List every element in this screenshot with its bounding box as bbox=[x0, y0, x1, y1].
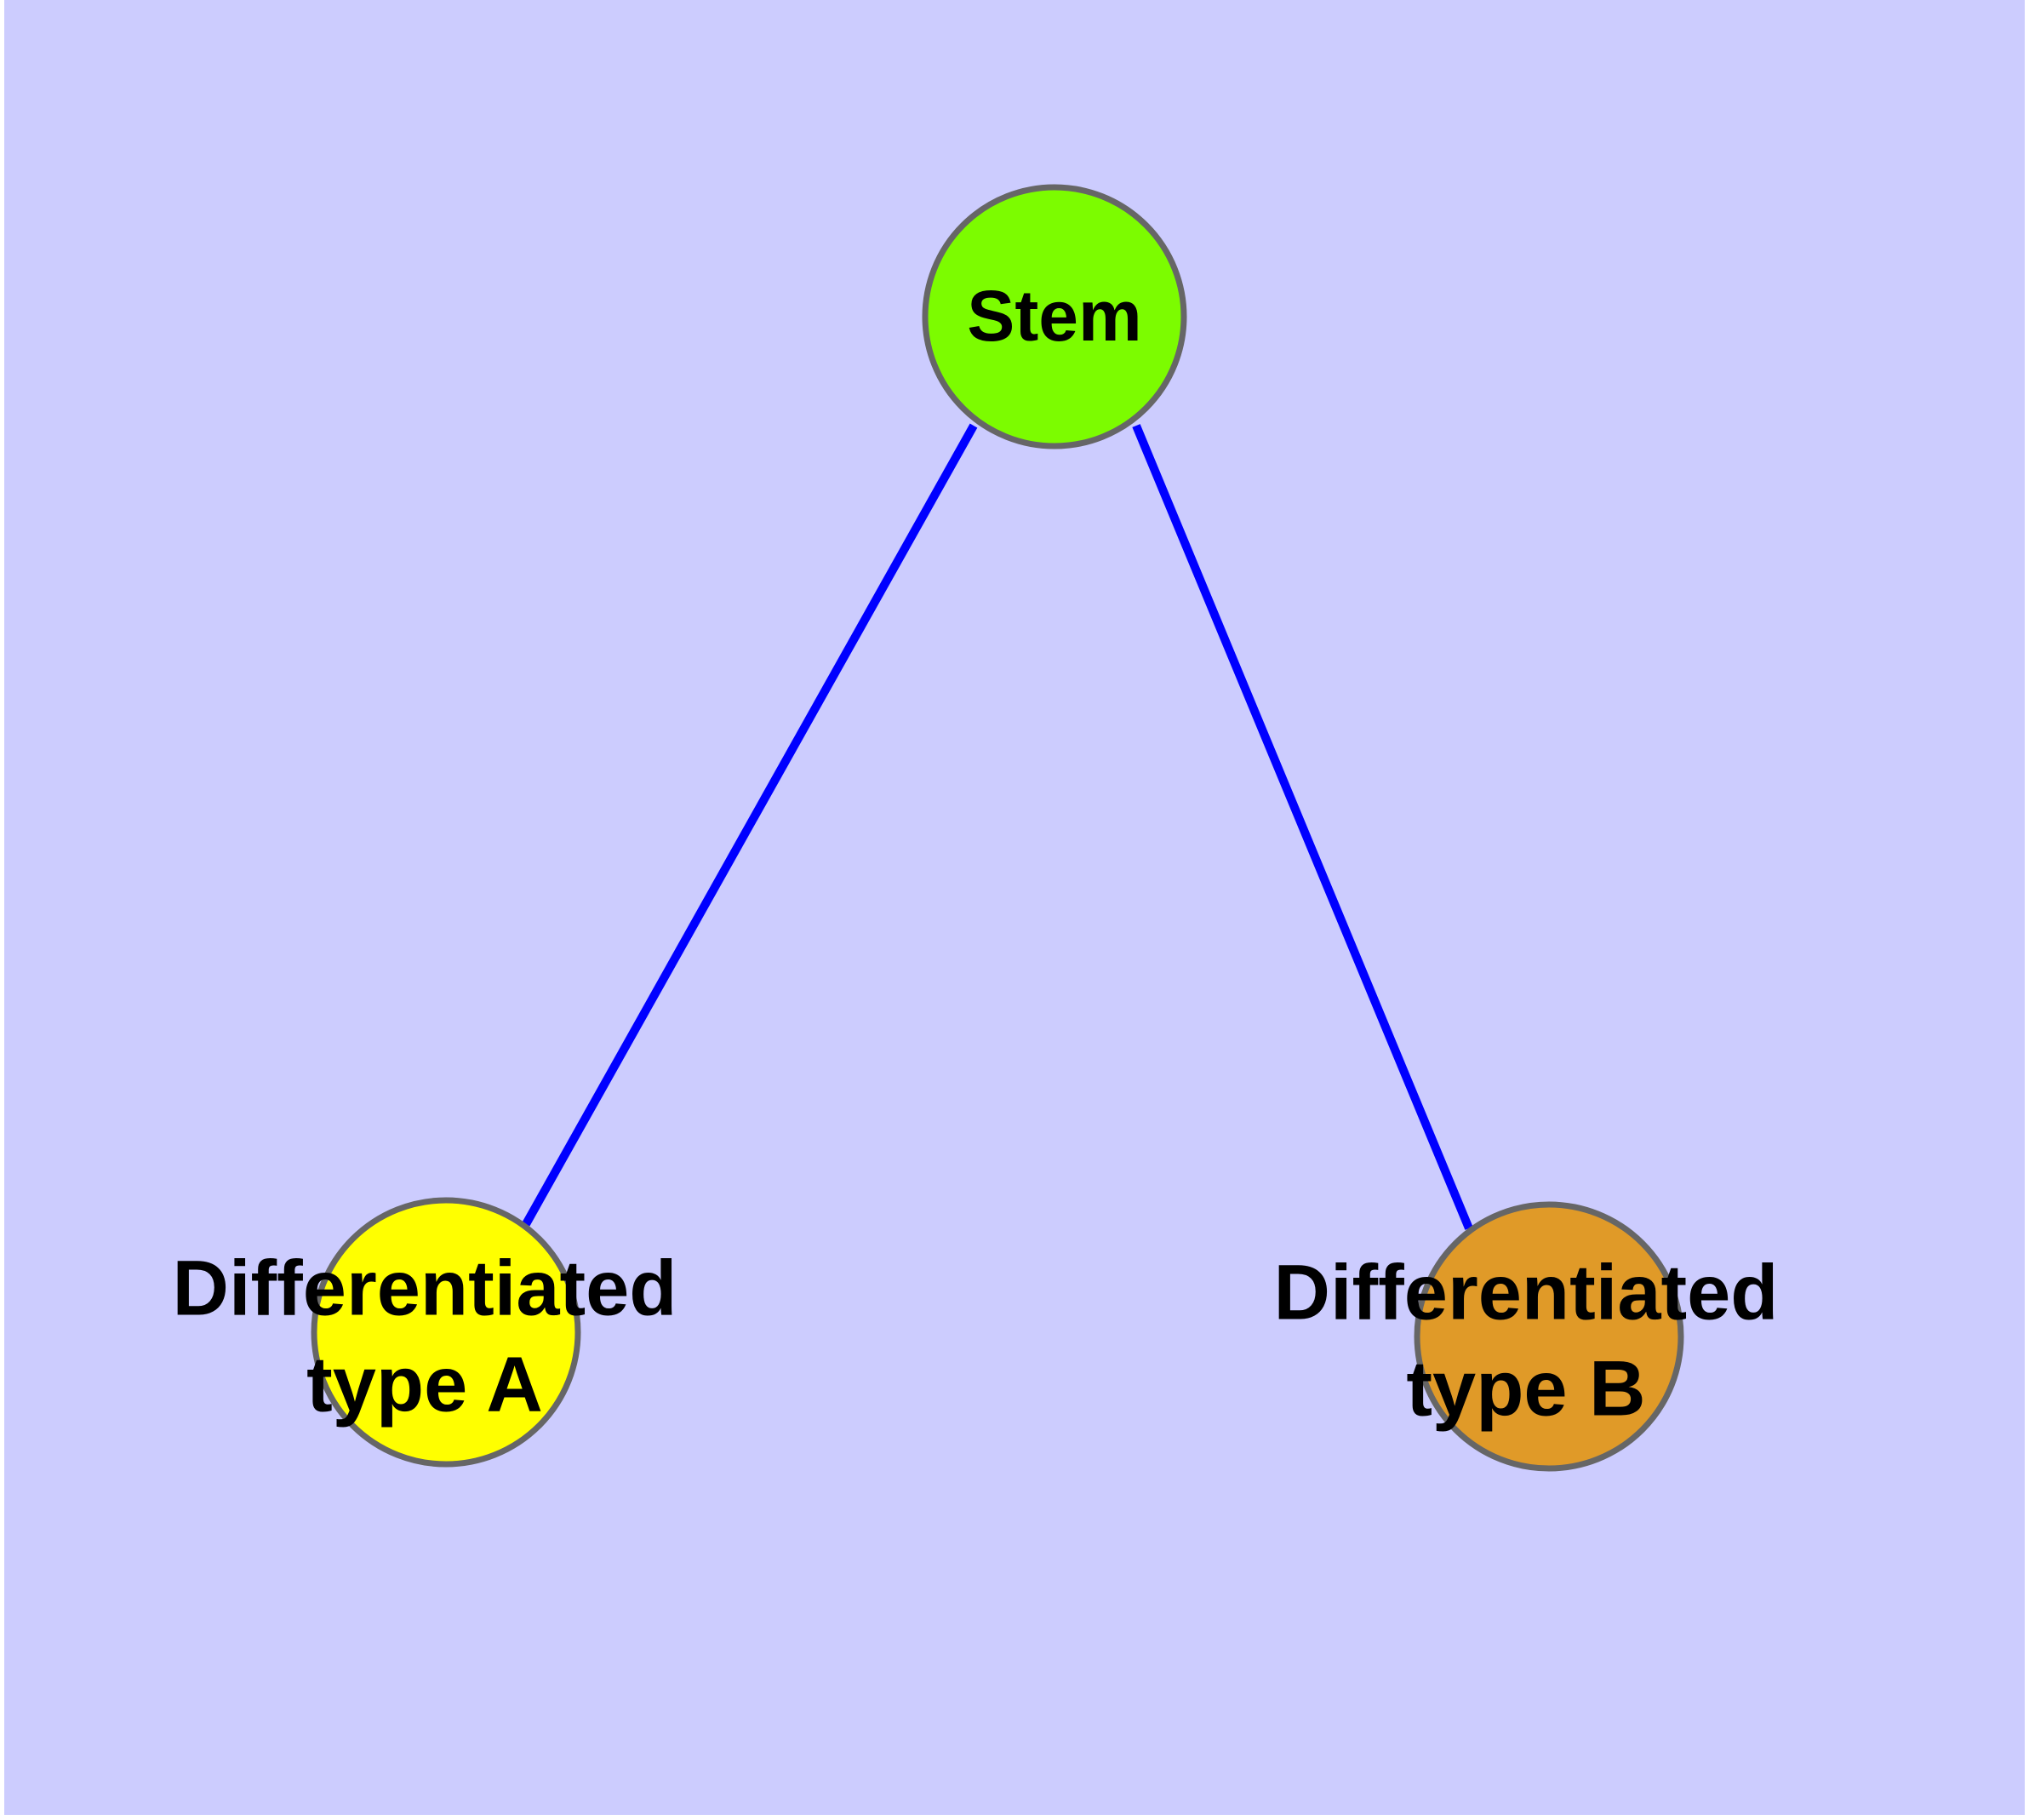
node-differentiated-type-b-label-line1: Differentiated bbox=[1274, 1249, 1779, 1336]
node-stem[interactable]: Stem bbox=[922, 184, 1187, 449]
node-differentiated-type-a-circle[interactable] bbox=[311, 1197, 581, 1468]
node-differentiated-type-a[interactable]: Differentiated type A bbox=[173, 1197, 677, 1468]
node-differentiated-type-a-label-line1: Differentiated bbox=[173, 1245, 677, 1331]
edge-stem-to-differentiated-type-a[interactable] bbox=[522, 423, 978, 1227]
node-differentiated-type-a-label-line2: type A bbox=[306, 1341, 543, 1428]
edge-stem-to-differentiated-type-b[interactable] bbox=[1132, 424, 1473, 1230]
node-layer: Stem Differentiated type A Differentiate… bbox=[173, 184, 1779, 1472]
node-differentiated-type-b-label-line2: type B bbox=[1406, 1345, 1645, 1432]
node-differentiated-type-b-circle[interactable] bbox=[1414, 1201, 1684, 1472]
node-stem-label: Stem bbox=[967, 276, 1141, 356]
edge-layer bbox=[522, 423, 1473, 1230]
node-differentiated-type-b[interactable]: Differentiated type B bbox=[1274, 1201, 1779, 1472]
node-stem-circle[interactable] bbox=[922, 184, 1187, 449]
diagram-plot-area: Stem Differentiated type A Differentiate… bbox=[4, 0, 2025, 1815]
node-link-graph: Stem Differentiated type A Differentiate… bbox=[173, 184, 1779, 1472]
